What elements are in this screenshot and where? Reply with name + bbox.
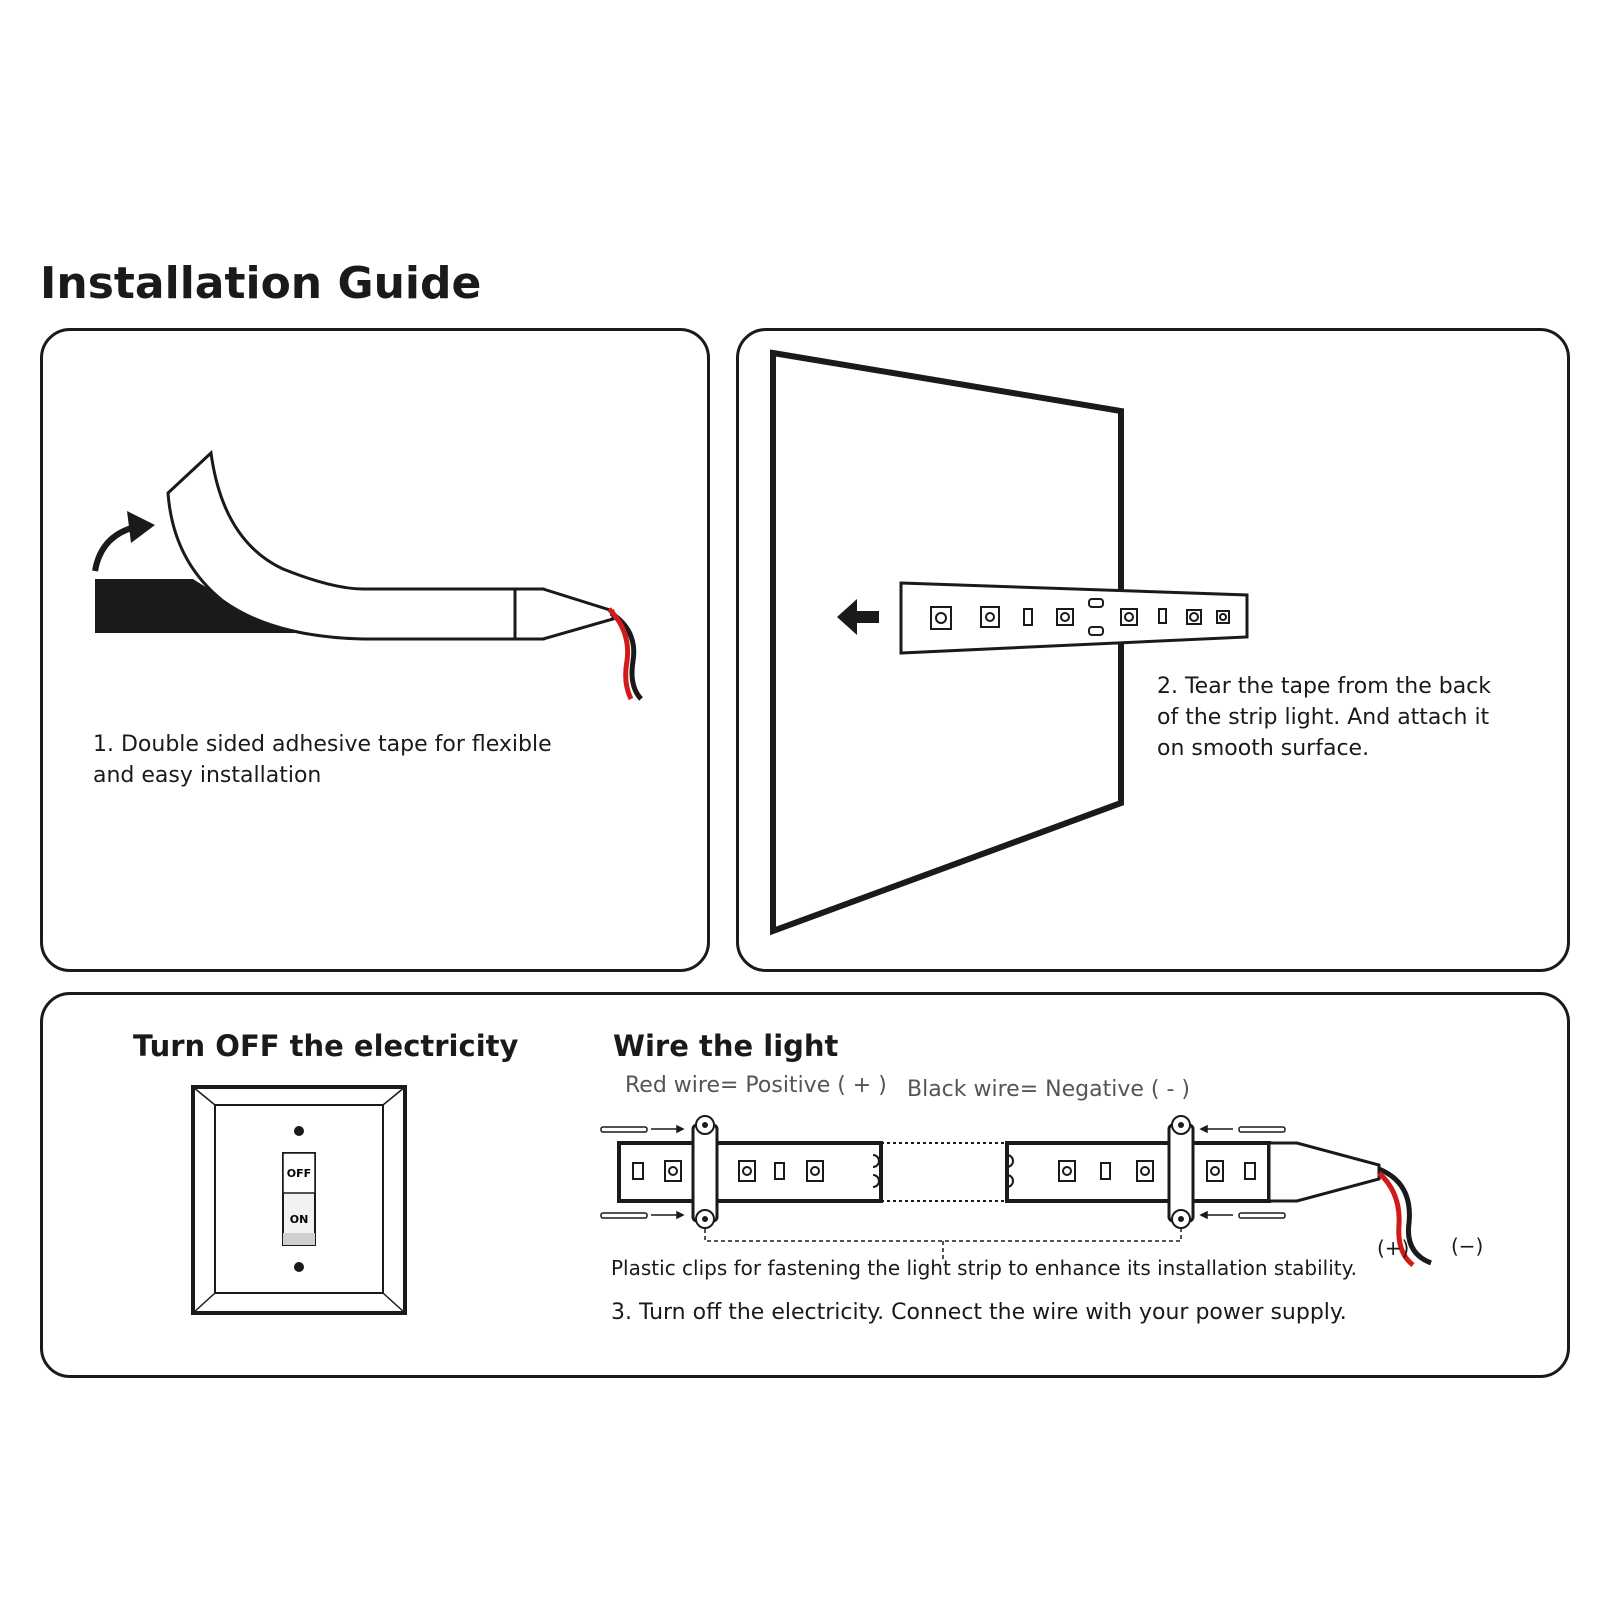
peel-arrow-icon: [92, 524, 136, 572]
strip-end-cap: [513, 587, 615, 641]
red-wire-label: Red wire= Positive ( + ): [625, 1073, 887, 1098]
step2-panel: 2. Tear the tape from the back of the st…: [736, 328, 1570, 972]
positive-label: (+): [1377, 1236, 1409, 1260]
page-title: Installation Guide: [40, 258, 482, 309]
wiring-diagram: (+) (−): [600, 1115, 1483, 1267]
step1-panel: 1. Double sided adhesive tape for flexib…: [40, 328, 710, 972]
step3-text: 3. Turn off the electricity. Connect the…: [611, 1300, 1347, 1325]
negative-label: (−): [1451, 1234, 1483, 1258]
screw-bottom: [294, 1262, 304, 1272]
mounting-clip-right: [1167, 1115, 1195, 1229]
red-output-wire: [1377, 1171, 1415, 1267]
strip-segment-right: [1005, 1141, 1271, 1203]
clips-bracket: [704, 1229, 1182, 1242]
on-label: ON: [290, 1213, 309, 1226]
step3-panel: Turn OFF the electricity OFF ON Wire the…: [40, 992, 1570, 1378]
mounting-clip-left: [691, 1115, 719, 1229]
screw-top: [294, 1126, 304, 1136]
black-output-wire: [1377, 1166, 1433, 1266]
electricity-heading: Turn OFF the electricity: [133, 1029, 519, 1063]
led-chips: [930, 598, 1230, 636]
adhesive-tape-illustration: [92, 449, 643, 701]
strip-segment-left: [617, 1141, 883, 1203]
light-switch-illustration: OFF ON: [191, 1085, 407, 1315]
step1-text: 1. Double sided adhesive tape for flexib…: [93, 732, 552, 788]
screws: [600, 1124, 1286, 1220]
clips-note: Plastic clips for fastening the light st…: [611, 1256, 1357, 1280]
strip-end-cap: [1267, 1141, 1381, 1203]
left-arrow-icon: [837, 599, 879, 635]
step2-text: 2. Tear the tape from the back of the st…: [1157, 674, 1492, 761]
off-label: OFF: [287, 1167, 311, 1180]
wiring-heading: Wire the light: [613, 1029, 839, 1063]
black-wire: [609, 610, 643, 701]
red-wire: [607, 607, 634, 701]
wall-attach-illustration: [770, 349, 1249, 936]
black-wire-label: Black wire= Negative ( - ): [907, 1077, 1190, 1102]
